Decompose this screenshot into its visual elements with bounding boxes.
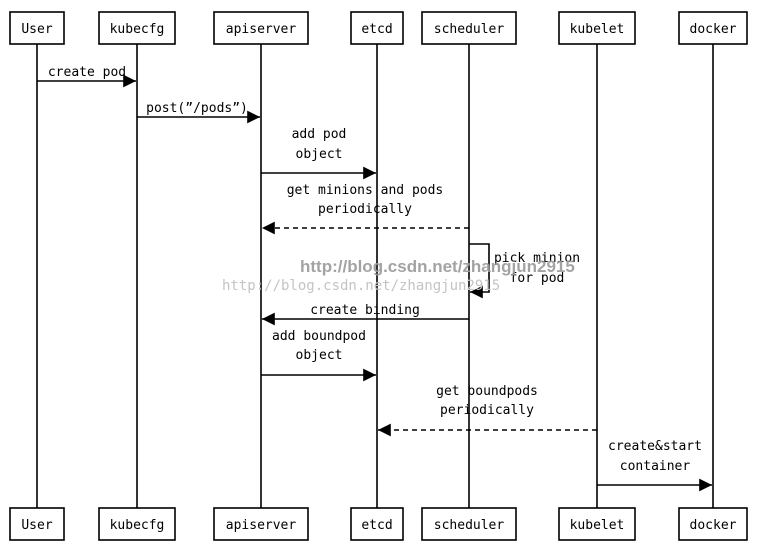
- self-loop-arrow: [469, 243, 490, 299]
- participant-kubelet-top: kubelet: [558, 11, 636, 45]
- participant-label: etcd: [361, 22, 392, 37]
- participant-label: docker: [690, 518, 737, 533]
- participant-box: [98, 507, 176, 541]
- participant-label: User: [21, 518, 52, 533]
- participant-label: kubelet: [570, 22, 625, 37]
- participant-box: [9, 11, 65, 45]
- message-label: container: [620, 459, 691, 474]
- participant-label: scheduler: [434, 518, 505, 533]
- participant-box: [678, 507, 748, 541]
- participant-docker-bottom: docker: [678, 507, 748, 541]
- participant-box: [558, 11, 636, 45]
- message-label: get minions and pods: [287, 183, 444, 198]
- message-label: object: [296, 348, 343, 363]
- participant-box: [350, 11, 404, 45]
- participant-docker-top: docker: [678, 11, 748, 45]
- participant-box: [350, 507, 404, 541]
- participant-box: [98, 11, 176, 45]
- participant-label: docker: [690, 22, 737, 37]
- message-add-boundpod-object: add boundpod object: [261, 329, 376, 382]
- participant-kubecfg-top: kubecfg: [98, 11, 176, 45]
- message-get-boundpods: get boundpods periodically: [378, 384, 597, 437]
- message-label: add pod: [292, 127, 347, 142]
- watermark-secondary: http://blog.csdn.net/zhangjun2915: [222, 278, 500, 294]
- participant-etcd-top: etcd: [350, 11, 404, 45]
- participant-label: apiserver: [226, 22, 297, 37]
- participant-kubecfg-bottom: kubecfg: [98, 507, 176, 541]
- participant-scheduler-top: scheduler: [421, 11, 517, 45]
- participant-box: [421, 507, 517, 541]
- participant-scheduler-bottom: scheduler: [421, 507, 517, 541]
- participant-label: kubecfg: [110, 518, 165, 533]
- participant-label: etcd: [361, 518, 392, 533]
- message-create-binding: create binding: [262, 303, 469, 326]
- message-label: create pod: [48, 65, 126, 80]
- participant-etcd-bottom: etcd: [350, 507, 404, 541]
- message-label: post(”/pods”): [146, 101, 248, 116]
- participant-user-bottom: User: [9, 507, 65, 541]
- message-label: create binding: [310, 303, 420, 318]
- participant-box: [678, 11, 748, 45]
- participant-label: kubecfg: [110, 22, 165, 37]
- participant-label: scheduler: [434, 22, 505, 37]
- message-label: get boundpods: [436, 384, 538, 399]
- message-create-pod: create pod: [37, 65, 136, 88]
- participant-box: [421, 11, 517, 45]
- message-label: add boundpod: [272, 329, 366, 344]
- participant-box: [9, 507, 65, 541]
- message-pick-minion: pick minion for pod: [469, 243, 580, 299]
- participant-label: User: [21, 22, 52, 37]
- message-create-start-container: create&start container: [597, 439, 712, 492]
- participant-user-top: User: [9, 11, 65, 45]
- message-add-pod-object: add pod object: [261, 127, 376, 180]
- message-label: periodically: [318, 202, 412, 217]
- message-get-minions-and-pods: get minions and pods periodically: [262, 183, 469, 235]
- participant-apiserver-bottom: apiserver: [213, 507, 309, 541]
- message-label: pick minion: [494, 251, 580, 266]
- message-label: create&start: [608, 439, 702, 454]
- participant-label: apiserver: [226, 518, 297, 533]
- participant-label: kubelet: [570, 518, 625, 533]
- participant-box: [213, 507, 309, 541]
- participant-kubelet-bottom: kubelet: [558, 507, 636, 541]
- message-post-pods: post(”/pods”): [137, 101, 260, 124]
- participant-box: [558, 507, 636, 541]
- participant-apiserver-top: apiserver: [213, 11, 309, 45]
- participant-box: [213, 11, 309, 45]
- message-label: for pod: [510, 271, 565, 286]
- message-label: object: [296, 147, 343, 162]
- message-label: periodically: [440, 403, 534, 418]
- watermark-primary: http://blog.csdn.net/zhangjun2915: [300, 257, 575, 276]
